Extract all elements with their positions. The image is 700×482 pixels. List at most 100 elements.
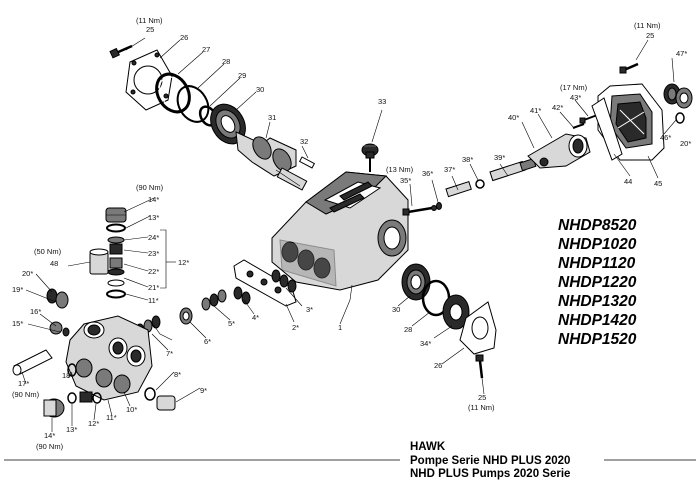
- drain-plug-8: [144, 387, 176, 411]
- label-10: 10*: [126, 405, 137, 414]
- label-38: 38*: [462, 155, 473, 164]
- label-4: 4*: [252, 313, 259, 322]
- label-20-left: 20*: [22, 269, 33, 278]
- label-7: 7*: [166, 349, 173, 358]
- small-washer: [436, 202, 442, 210]
- label-34: 34*: [420, 339, 431, 348]
- label-33: 33: [378, 97, 386, 106]
- crankcase-body: [271, 143, 409, 301]
- label-9: 9*: [200, 386, 207, 395]
- label-27: 27: [202, 45, 210, 54]
- label-25-torque: (11 Nm): [136, 16, 163, 25]
- label-21: 21*: [148, 283, 159, 292]
- label-39: 39*: [494, 153, 505, 162]
- head-o-ring-18: [67, 363, 77, 377]
- label-46: 46*: [660, 133, 671, 142]
- callout-labels: (11 Nm) 25 26 27 28 29 30 31 32 33 (11 N…: [12, 16, 691, 451]
- right-rear-cover: [591, 62, 693, 161]
- label-25-right: 25: [646, 31, 654, 40]
- label-11-bottom: 11*: [106, 413, 117, 422]
- model-name: NHDP1420: [558, 312, 637, 329]
- label-24: 24*: [148, 233, 159, 242]
- oil-filler-cap: [361, 143, 379, 172]
- rear-cover-bolt: [619, 62, 639, 74]
- label-29: 29: [238, 71, 246, 80]
- label-18: 18*: [62, 371, 73, 380]
- label-45: 45: [654, 179, 662, 188]
- label-48-torque: (50 Nm): [34, 247, 62, 256]
- label-2: 2*: [292, 323, 299, 332]
- label-35: 35*: [400, 176, 411, 185]
- front-cover-bolt: [475, 354, 484, 379]
- label-35-torque: (13 Nm): [386, 165, 414, 174]
- pin-bolt: [402, 205, 437, 216]
- model-name: NHDP1220: [558, 274, 637, 291]
- label-41: 41*: [530, 106, 541, 115]
- side-plug-16: [49, 321, 70, 337]
- label-30-front: 30: [392, 305, 400, 314]
- model-list: NHDP8520 NHDP1020 NHDP1120 NHDP1220 NHDP…: [558, 217, 637, 348]
- label-25: 25: [146, 25, 154, 34]
- label-8: 8*: [174, 370, 181, 379]
- pump-head: [12, 288, 176, 418]
- oil-seals: [271, 269, 297, 293]
- connecting-rod: [527, 133, 591, 169]
- label-6: 6*: [204, 337, 211, 346]
- label-37: 37*: [444, 165, 455, 174]
- crankshaft: [235, 131, 308, 191]
- packing-rings-4: [233, 286, 251, 305]
- lower-plug-14: [43, 392, 77, 418]
- label-25-right-torque: (11 Nm): [634, 21, 661, 30]
- model-name: NHDP1020: [558, 236, 637, 253]
- sight-o-ring: [675, 112, 685, 124]
- front-bearing-set: [401, 263, 497, 379]
- label-31: 31: [268, 113, 276, 122]
- label-22: 22*: [148, 267, 159, 276]
- label-1: 1: [338, 323, 342, 332]
- lower-valve: [79, 391, 102, 404]
- model-name: NHDP1320: [558, 293, 637, 310]
- sight-glass: [663, 83, 693, 109]
- label-16: 16*: [30, 307, 41, 316]
- model-name: NHDP1120: [558, 255, 636, 272]
- title-line-2: NHD PLUS Pumps 2020 Serie: [410, 468, 570, 480]
- leader-lines: [21, 37, 677, 432]
- valve-stack: [89, 207, 127, 299]
- label-43: 43*: [570, 93, 581, 102]
- oil-seal-plate: [442, 294, 470, 330]
- label-12-bottom: 12*: [88, 419, 99, 428]
- plunger-sleeve: [445, 180, 472, 198]
- front-bearing: [401, 263, 431, 301]
- label-26: 26: [180, 33, 188, 42]
- rear-cover-gasket: [591, 97, 623, 161]
- label-23: 23*: [148, 249, 159, 258]
- label-43-torque: (17 Nm): [560, 83, 588, 92]
- label-5: 5*: [228, 319, 235, 328]
- label-14-bottom: 14*: [44, 431, 55, 440]
- label-48: 48: [50, 259, 58, 268]
- bearing-shim-ring: [176, 85, 210, 123]
- label-44: 44: [624, 177, 632, 186]
- label-25-front-torque: (11 Nm): [468, 403, 495, 412]
- packing-set: [135, 259, 297, 337]
- shaft-key: [298, 156, 316, 169]
- label-28-front: 28: [404, 325, 412, 334]
- rear-cover-assembly: [109, 44, 316, 191]
- brand-name: HAWK: [410, 441, 446, 453]
- connecting-rod-set: [402, 113, 601, 216]
- packing-rings-5: [201, 289, 227, 311]
- label-11-top: 11*: [148, 296, 159, 305]
- discharge-bolt: [12, 349, 53, 376]
- label-17: 17*: [18, 379, 29, 388]
- label-14-top: 14*: [148, 195, 159, 204]
- label-40: 40*: [508, 113, 519, 122]
- label-47: 47*: [676, 49, 687, 58]
- label-14-bottom-torque: (90 Nm): [36, 442, 64, 451]
- label-20-right: 20*: [680, 139, 691, 148]
- label-26-front: 26: [434, 361, 442, 370]
- packing-6: [179, 307, 193, 325]
- label-15: 15*: [12, 319, 23, 328]
- label-28: 28: [222, 57, 230, 66]
- sleeve-washer: [475, 179, 485, 189]
